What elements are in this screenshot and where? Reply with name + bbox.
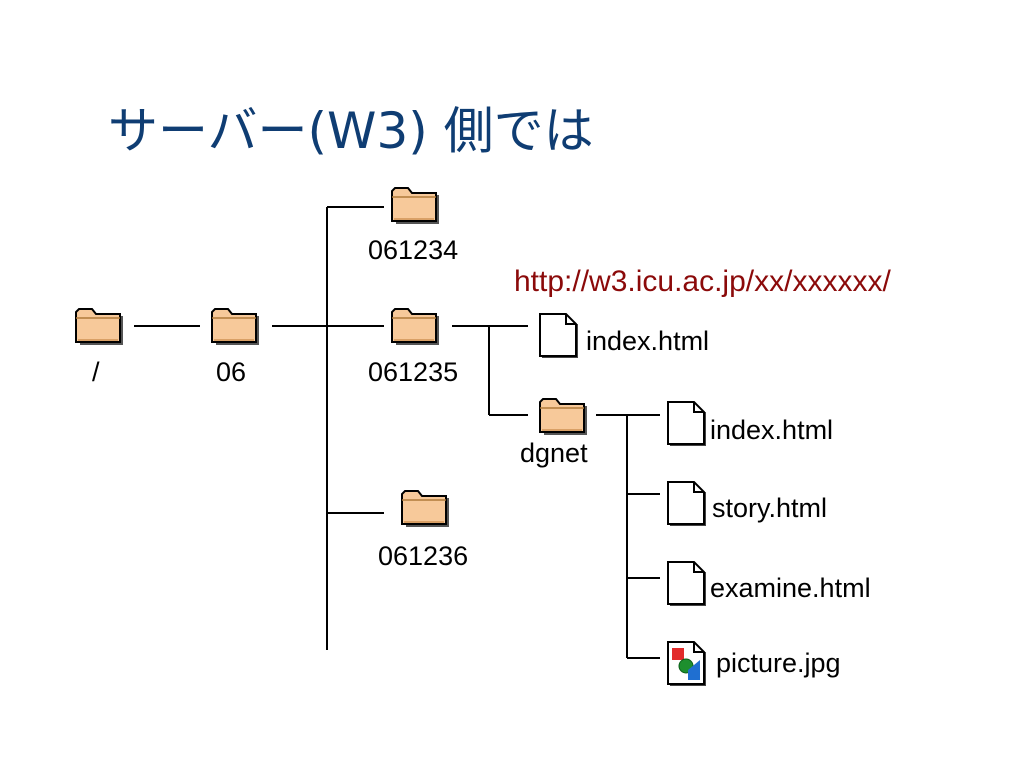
file-examine-html-label: examine.html — [710, 573, 871, 603]
document-icon[interactable] — [666, 400, 706, 446]
document-icon[interactable] — [538, 312, 578, 358]
root-folder-label: / — [92, 357, 100, 387]
folder-icon[interactable] — [400, 488, 450, 528]
folder-061236-label: 061236 — [378, 541, 469, 571]
slide-title: サーバー(W3) 側では — [108, 102, 594, 160]
document-icon[interactable] — [666, 480, 706, 526]
folder-icon[interactable] — [390, 306, 440, 346]
folder-06-label: 06 — [216, 357, 247, 387]
folder-icon[interactable] — [74, 306, 124, 346]
file-story-html-label: story.html — [712, 493, 828, 523]
file-dgnet-index-html-label: index.html — [710, 415, 834, 445]
document-icon[interactable] — [666, 560, 706, 606]
folder-icon[interactable] — [538, 396, 588, 436]
folder-icon[interactable] — [210, 306, 260, 346]
folder-061235-label: 061235 — [368, 357, 459, 387]
folder-icon[interactable] — [390, 185, 440, 225]
image-file-icon[interactable] — [666, 640, 706, 686]
file-picture-jpg-label: picture.jpg — [716, 648, 841, 678]
folder-dgnet-label: dgnet — [520, 438, 588, 468]
url-label: http://w3.icu.ac.jp/xx/xxxxxx/ — [514, 265, 891, 298]
folder-061234-label: 061234 — [368, 235, 459, 265]
file-index-html-label: index.html — [586, 326, 710, 356]
